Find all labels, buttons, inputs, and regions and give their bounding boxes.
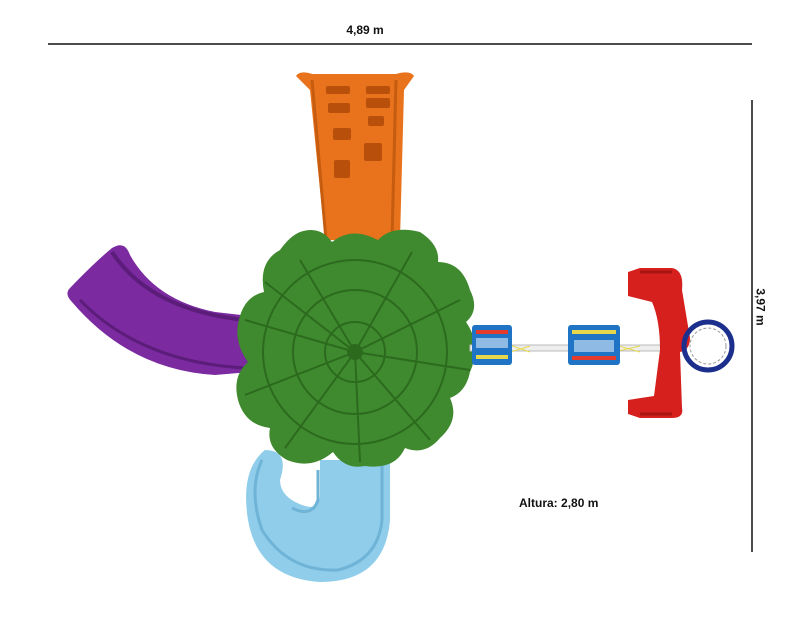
orange-slide [296,72,414,241]
height-value: 2,80 m [561,496,599,510]
depth-dimension-label: 3,97 m [753,288,768,326]
width-dimension-label: 4,89 m [346,23,384,37]
green-tree-canopy [236,229,476,467]
blue-spiral-slide [246,450,390,582]
swing-seat-left [472,325,512,365]
basket-swing-ring [681,319,735,373]
purple-slide [67,245,250,375]
red-swing-frame [628,268,690,418]
height-label: Altura: [519,496,558,510]
height-info: Altura: 2,80 m [519,496,598,510]
swing-seat-right [568,325,620,365]
